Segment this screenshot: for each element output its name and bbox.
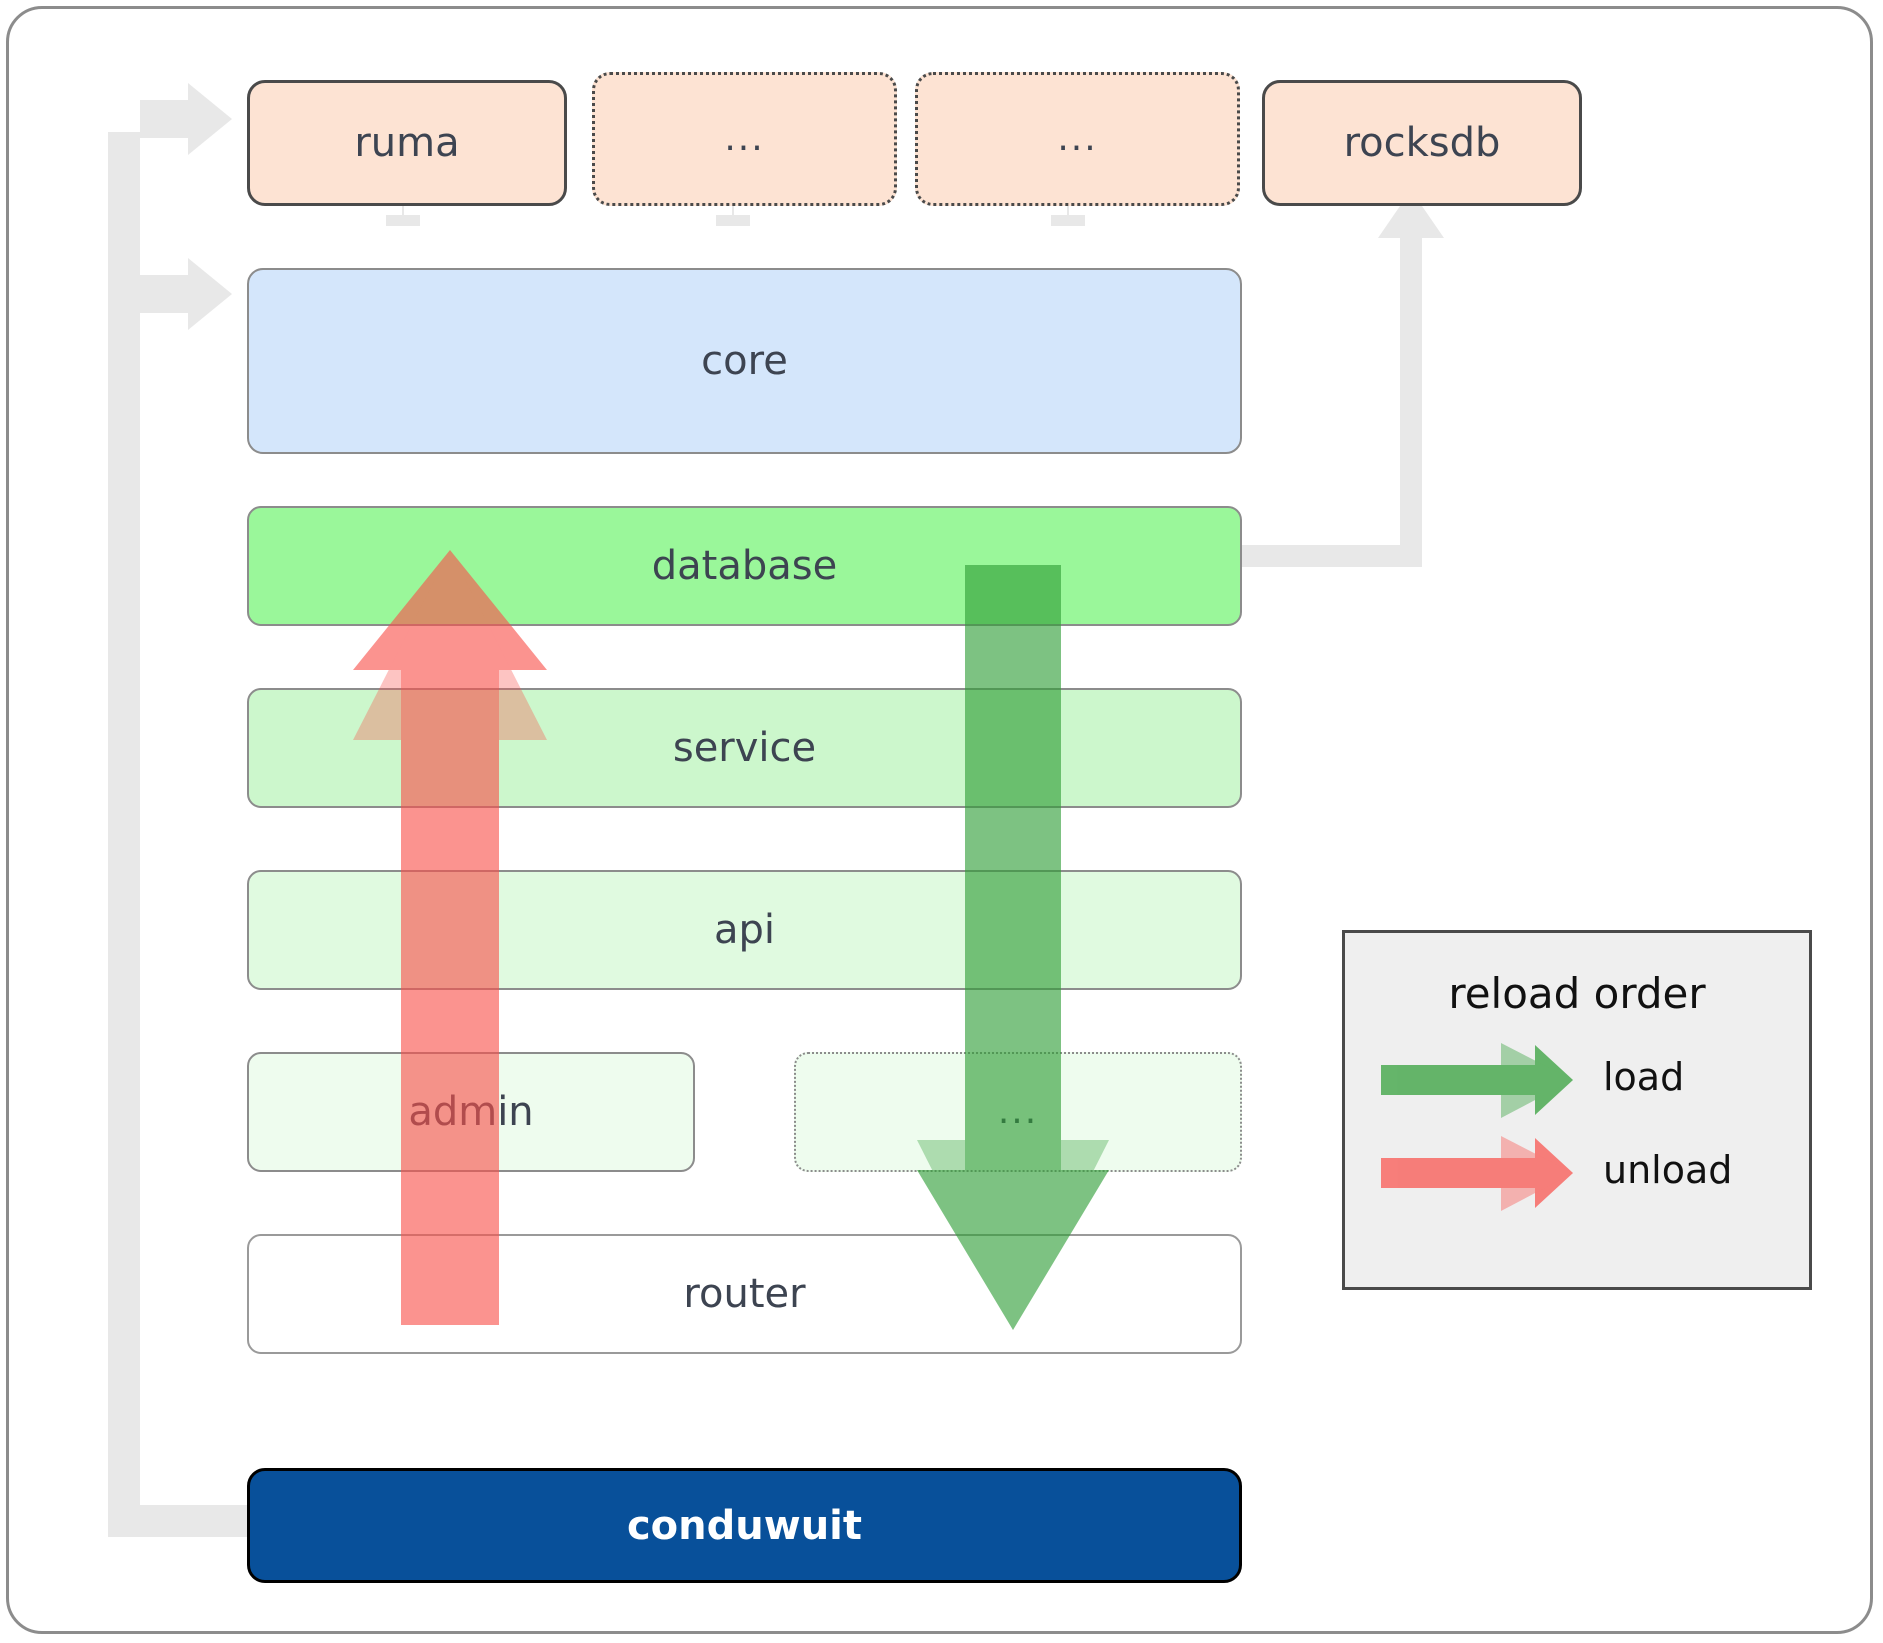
legend-load-arrow-icon <box>1381 1043 1573 1118</box>
legend-arrows <box>1381 1043 1573 1211</box>
legend-unload-arrow-icon <box>1381 1136 1573 1211</box>
layer-label-api: api <box>713 907 775 953</box>
layer-box-database[interactable]: database <box>247 506 1242 626</box>
binary-label-conduwuit: conduwuit <box>626 1502 863 1549</box>
layer-box-service[interactable]: service <box>247 688 1242 808</box>
dependency-label-2: ... <box>724 117 765 159</box>
layer-box-api[interactable]: api <box>247 870 1242 990</box>
layer-label-router: router <box>683 1271 806 1317</box>
dependency-box-3[interactable]: ... <box>915 72 1240 206</box>
dependency-box-2[interactable]: ... <box>592 72 897 206</box>
layer-box-admin[interactable]: admin <box>247 1052 695 1172</box>
dependency-label-rocksdb: rocksdb <box>1343 120 1501 166</box>
dependency-label-ruma: ruma <box>354 120 460 166</box>
layer-label-ellipsis: ... <box>997 1090 1039 1132</box>
core-box[interactable]: core <box>247 268 1242 454</box>
legend-label-load: load <box>1603 1055 1685 1099</box>
layer-box-router[interactable]: router <box>247 1234 1242 1354</box>
dependency-box-ruma[interactable]: ruma <box>247 80 567 206</box>
diagram-frame <box>6 6 1873 1634</box>
layer-box-ellipsis[interactable]: ... <box>794 1052 1242 1172</box>
dependency-box-rocksdb[interactable]: rocksdb <box>1262 80 1582 206</box>
layer-label-service: service <box>672 725 817 771</box>
legend-panel: reload order load unload <box>1342 930 1812 1290</box>
layer-label-database: database <box>651 543 838 589</box>
binary-box-conduwuit[interactable]: conduwuit <box>247 1468 1242 1583</box>
legend-label-unload: unload <box>1603 1148 1733 1192</box>
layer-label-admin: admin <box>408 1089 534 1135</box>
dependency-label-3: ... <box>1057 117 1098 159</box>
legend-title: reload order <box>1448 969 1706 1018</box>
core-label: core <box>701 338 788 384</box>
